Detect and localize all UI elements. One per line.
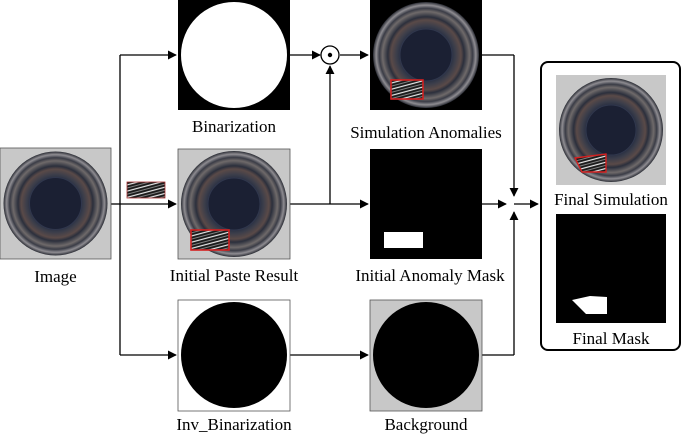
label-initial-anomaly-mask: Initial Anomaly Mask (355, 266, 505, 285)
paste-anomaly-box (190, 229, 230, 251)
final-sim-anomaly (573, 153, 607, 173)
inv-disc (181, 302, 287, 408)
binarization-node: Binarization (178, 0, 290, 136)
final-output-panel: Final Simulation Final Mask (540, 61, 681, 351)
label-binarization: Binarization (192, 117, 277, 136)
final-mask-shape (572, 296, 607, 314)
product-dot (327, 52, 333, 58)
label-background: Background (384, 415, 468, 434)
background-node: Background (369, 299, 483, 434)
simulation-anomalies-node: Simulation Anomalies (350, 0, 502, 142)
connectors (111, 50, 539, 360)
sim-anomaly-box (390, 79, 424, 100)
inv-binarization-node: Inv_Binarization (176, 299, 292, 434)
bg-disc (373, 302, 479, 408)
label-final-mask: Final Mask (573, 329, 650, 348)
final-mask-frame (556, 214, 666, 323)
label-final-simulation: Final Simulation (554, 190, 668, 209)
initial-anomaly-mask-node: Initial Anomaly Mask (355, 149, 505, 285)
label-simulation-anomalies: Simulation Anomalies (350, 123, 502, 142)
mask-white-rect (384, 232, 423, 248)
label-inv-binarization: Inv_Binarization (176, 415, 292, 434)
initial-paste-node: Initial Paste Result (170, 148, 299, 285)
label-image: Image (34, 267, 76, 286)
product-operator (320, 45, 340, 65)
binarization-disc (181, 2, 287, 108)
anomaly-patch (126, 181, 166, 199)
label-initial-paste-result: Initial Paste Result (170, 266, 299, 285)
image-node: Image (0, 147, 112, 286)
